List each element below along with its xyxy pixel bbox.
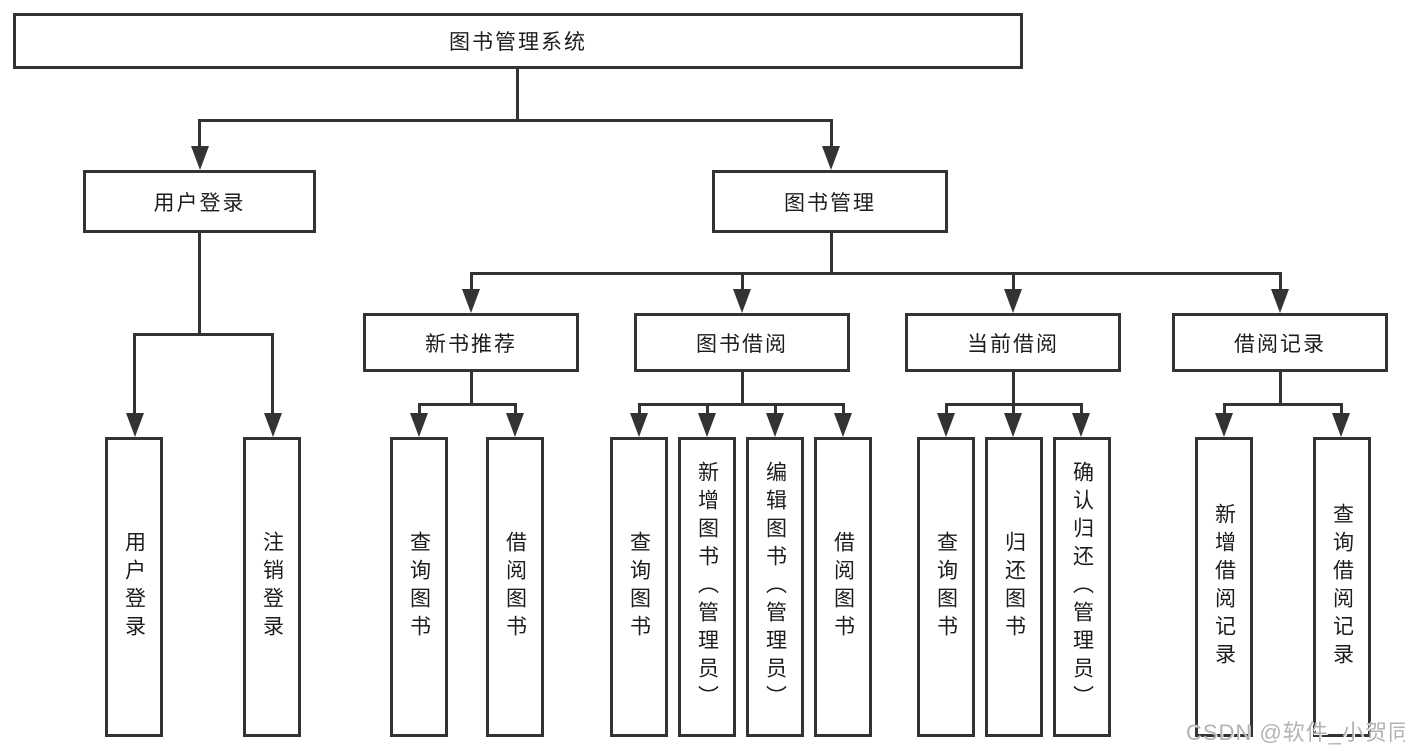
connector-groupB-horizontal <box>638 403 844 406</box>
leaf-label: 查询图书 <box>934 531 958 643</box>
connector-stem-c2 <box>1012 403 1015 415</box>
connector-level3-horizontal <box>470 272 1281 275</box>
connector-stem-user-login <box>198 119 201 149</box>
connector-stem-book-borrowing <box>741 272 744 292</box>
node-library-management-system: 图书管理系统 <box>13 13 1023 69</box>
connector-stem-book-management <box>830 119 833 149</box>
arrowhead-book-borrowing <box>733 289 751 313</box>
connector-groupB-stub <box>741 372 744 405</box>
connector-stem-c3 <box>1080 403 1083 415</box>
leaf-label: 新增图书（管理员） <box>695 461 719 713</box>
node-book-management: 图书管理 <box>712 170 948 233</box>
node-label: 新书推荐 <box>425 332 517 356</box>
leaf-label: 查询图书 <box>407 531 431 643</box>
connector-stem-b4 <box>842 403 845 415</box>
connector-stem-b1 <box>638 403 641 415</box>
connector-user-login-horizontal <box>133 333 274 336</box>
node-label: 图书管理系统 <box>449 31 587 54</box>
leaf-label: 新增借阅记录 <box>1212 503 1236 671</box>
leaf-current-query-books: 查询图书 <box>917 437 975 737</box>
connector-stem-a2 <box>514 403 517 415</box>
leaf-logout: 注销登录 <box>243 437 301 737</box>
connector-groupD-horizontal <box>1223 403 1343 406</box>
arrowhead-a1 <box>410 413 428 437</box>
leaf-borrowing-edit-books-admin: 编辑图书（管理员） <box>746 437 804 737</box>
arrowhead-b3 <box>766 413 784 437</box>
leaf-label: 确认归还（管理员） <box>1070 461 1094 713</box>
leaf-newbook-query-books: 查询图书 <box>390 437 448 737</box>
connector-stem-leaf-logout <box>271 333 274 414</box>
arrowhead-borrow-records <box>1271 289 1289 313</box>
node-new-book-recommend: 新书推荐 <box>363 313 579 372</box>
node-label: 用户登录 <box>153 191 246 215</box>
connector-stem-current-borrowing <box>1012 272 1015 292</box>
connector-stem-d1 <box>1223 403 1226 415</box>
arrowhead-b1 <box>630 413 648 437</box>
leaf-label: 查询图书 <box>627 531 651 643</box>
leaf-newbook-borrow-books: 借阅图书 <box>486 437 544 737</box>
arrowhead-current-borrowing <box>1004 289 1022 313</box>
arrowhead-b2 <box>698 413 716 437</box>
node-label: 图书管理 <box>784 191 876 215</box>
arrowhead-a2 <box>506 413 524 437</box>
leaf-borrowing-query-books: 查询图书 <box>610 437 668 737</box>
connector-groupA-stub <box>470 372 473 405</box>
connector-groupA-horizontal <box>418 403 516 406</box>
connector-stem-d2 <box>1340 403 1343 415</box>
leaf-label: 借阅图书 <box>503 531 527 643</box>
arrowhead-book-management <box>822 146 840 170</box>
arrowhead-d2 <box>1332 413 1350 437</box>
leaf-current-return-books: 归还图书 <box>985 437 1043 737</box>
connector-stem-borrow-records <box>1279 272 1282 292</box>
leaf-label: 注销登录 <box>260 531 284 643</box>
leaf-label: 借阅图书 <box>831 531 855 643</box>
connector-stem-b3 <box>774 403 777 415</box>
leaf-borrowing-add-books-admin: 新增图书（管理员） <box>678 437 736 737</box>
leaf-records-query-borrow-record: 查询借阅记录 <box>1313 437 1371 737</box>
connector-level1-horizontal <box>198 119 833 122</box>
node-book-borrowing: 图书借阅 <box>634 313 850 372</box>
connector-groupD-stub <box>1279 372 1282 405</box>
connector-book-management-stub <box>830 233 833 275</box>
leaf-label: 归还图书 <box>1002 531 1026 643</box>
connector-root-stub <box>516 69 519 121</box>
leaf-label: 编辑图书（管理员） <box>763 461 787 713</box>
connector-stem-c1 <box>945 403 948 415</box>
leaf-label: 查询借阅记录 <box>1330 503 1354 671</box>
arrowhead-new-book <box>462 289 480 313</box>
csdn-watermark: CSDN @软件_小贺同学 <box>1186 720 1405 745</box>
leaf-borrowing-borrow-books: 借阅图书 <box>814 437 872 737</box>
leaf-label: 用户登录 <box>122 531 146 643</box>
arrowhead-c2 <box>1004 413 1022 437</box>
leaf-user-login: 用户登录 <box>105 437 163 737</box>
node-label: 图书借阅 <box>696 332 788 356</box>
connector-stem-a1 <box>418 403 421 415</box>
arrowhead-c3 <box>1072 413 1090 437</box>
node-label: 当前借阅 <box>967 332 1059 356</box>
arrowhead-b4 <box>834 413 852 437</box>
arrowhead-c1 <box>937 413 955 437</box>
node-user-login: 用户登录 <box>83 170 316 233</box>
arrowhead-d1 <box>1215 413 1233 437</box>
connector-user-login-stub <box>198 233 201 335</box>
leaf-current-confirm-return-admin: 确认归还（管理员） <box>1053 437 1111 737</box>
connector-stem-leaf-user-login <box>133 333 136 414</box>
connector-groupC-stub <box>1012 372 1015 405</box>
arrowhead-leaf-user-login <box>126 413 144 437</box>
node-current-borrowing: 当前借阅 <box>905 313 1121 372</box>
arrowhead-user-login <box>191 146 209 170</box>
leaf-records-add-borrow-record: 新增借阅记录 <box>1195 437 1253 737</box>
connector-stem-new-book <box>470 272 473 292</box>
connector-stem-b2 <box>706 403 709 415</box>
node-borrow-records: 借阅记录 <box>1172 313 1388 372</box>
node-label: 借阅记录 <box>1234 332 1326 356</box>
arrowhead-leaf-logout <box>264 413 282 437</box>
